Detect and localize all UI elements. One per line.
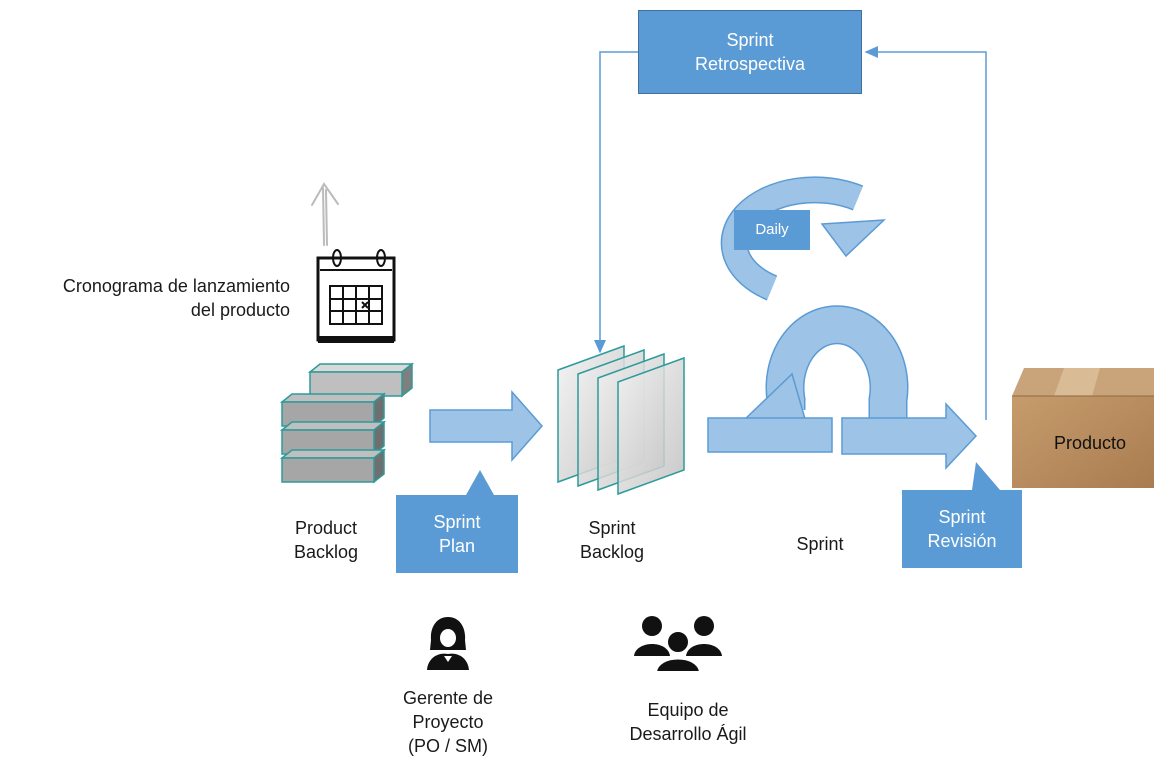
sprint-output-arrow	[841, 402, 978, 470]
sprint-plan-line2: Plan	[438, 536, 476, 556]
sprint-backlog-label: Sprint Backlog	[552, 516, 672, 564]
sprint-retrospective-box: Sprint Retrospectiva	[638, 10, 862, 94]
product-backlog-stack-icon	[279, 362, 415, 484]
backlog-block	[279, 420, 387, 456]
backlog-block	[307, 362, 415, 398]
product-label: Producto	[1053, 433, 1127, 453]
project-manager-icon	[427, 617, 469, 670]
release-schedule-label: Cronograma de lanzamiento del producto	[6, 274, 290, 322]
project-manager-line2: Proyecto	[412, 712, 484, 732]
sprint-review-callout-pointer	[972, 462, 1000, 490]
review-line2: Revisión	[927, 531, 997, 551]
backlog-block	[279, 448, 387, 484]
retrospective-line1: Sprint	[726, 30, 774, 50]
sketch-up-arrow-icon	[311, 182, 339, 246]
retrospective-feedback-connector	[594, 46, 987, 420]
sprint-backlog-line1: Sprint	[588, 518, 636, 538]
review-line1: Sprint	[938, 507, 986, 527]
dev-team-line1: Equipo de	[647, 700, 729, 720]
calendar-icon	[316, 249, 396, 343]
sprint-plan-callout: Sprint Plan	[396, 495, 518, 573]
sprint-plan-arrow	[429, 390, 544, 462]
sprint-input-bar	[707, 417, 833, 453]
release-schedule-line1: Cronograma de lanzamiento	[62, 276, 290, 296]
sprint-plan-callout-pointer	[466, 470, 494, 495]
dev-team-label: Equipo de Desarrollo Ágil	[610, 698, 766, 746]
project-manager-label: Gerente de Proyecto (PO / SM)	[378, 686, 518, 758]
sprint-backlog-sheets-icon	[557, 344, 685, 496]
dev-team-icon	[634, 616, 722, 673]
product-backlog-line1: Product	[294, 518, 358, 538]
retrospective-line2: Retrospectiva	[694, 54, 806, 74]
backlog-block	[279, 392, 387, 428]
sprint-backlog-line2: Backlog	[579, 542, 645, 562]
dev-team-line2: Desarrollo Ágil	[629, 724, 747, 744]
project-manager-line3: (PO / SM)	[408, 736, 488, 756]
sprint-plan-line1: Sprint	[433, 512, 481, 532]
product-box-icon	[1012, 368, 1154, 488]
sprint-label: Sprint	[796, 534, 844, 554]
daily-label-box: Daily	[734, 210, 810, 250]
daily-label: Daily	[755, 221, 789, 238]
product-backlog-label: Product Backlog	[266, 516, 386, 564]
release-schedule-line2: del producto	[190, 300, 290, 320]
sprint-review-callout: Sprint Revisión	[902, 490, 1022, 568]
project-manager-line1: Gerente de	[402, 688, 494, 708]
product-backlog-line2: Backlog	[293, 542, 359, 562]
